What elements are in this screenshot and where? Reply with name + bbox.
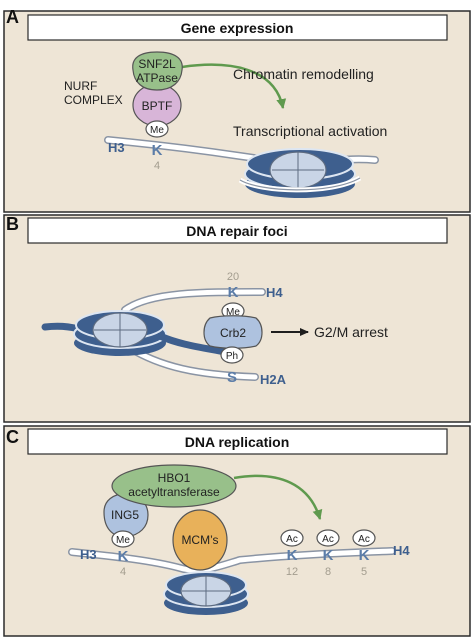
- nurf-label-line2: COMPLEX: [64, 93, 123, 107]
- panel-c-residue-k5: K: [359, 547, 370, 564]
- panel-c-dna-strand-inner: [69, 548, 395, 573]
- panel-c-residue-k8: K: [323, 547, 334, 564]
- panel-c-position-8: 8: [325, 566, 331, 578]
- panel-a-residue: K: [152, 142, 163, 159]
- panel-c-position-5: 5: [361, 566, 367, 578]
- ac-badge-k12: [280, 529, 304, 547]
- panel-c-title-bar: [27, 428, 448, 455]
- panel-b-title: DNA repair foci: [186, 223, 287, 239]
- snf2l-label: SNF2L: [138, 57, 176, 71]
- hbo1-label-line1: HBO1: [158, 471, 191, 485]
- g2m-arrest-label: G2/M arrest: [314, 324, 388, 340]
- panel-b-me-label: Me: [226, 307, 240, 318]
- panel-c-h3-position: 4: [120, 566, 126, 578]
- panel-c-nucleosome: [163, 571, 249, 615]
- panel-c-title: DNA replication: [185, 434, 290, 450]
- mcm-protein: [172, 509, 228, 571]
- panel-c: C DNA replication ING5 MCM’s HBO1 acetyl…: [3, 425, 471, 637]
- panel-b-h4-position: 20: [227, 271, 239, 283]
- panel-a: A Gene expression NURF COMPLEX BPTF SNF2…: [3, 7, 471, 213]
- ac-label-k12: Ac: [286, 534, 298, 545]
- panel-b: B DNA repair foci 20 K H4 Me Crb2: [3, 214, 471, 423]
- panel-b-h4-tail-inner: [122, 289, 265, 313]
- panel-b-h4-residue: K: [228, 284, 239, 301]
- panel-a-histone-label: H3: [108, 140, 125, 155]
- panel-c-residue-k12: K: [287, 547, 298, 564]
- ac-badge-k8: [316, 529, 340, 547]
- hbo1-label-line2: acetyltransferase: [128, 485, 220, 499]
- panel-b-title-bar: [27, 217, 448, 244]
- panel-c-acetylation-arrow: [233, 474, 323, 520]
- crb2-label: Crb2: [220, 326, 246, 340]
- transcriptional-activation-label: Transcriptional activation: [233, 123, 387, 139]
- nurf-label-line1: NURF: [64, 79, 97, 93]
- panel-c-h4-label: H4: [393, 543, 410, 558]
- panel-c-me-badge: [111, 530, 135, 548]
- panel-b-nucleosome: [41, 310, 229, 356]
- panel-b-h2a-residue: S: [227, 369, 237, 386]
- panel-c-h3-residue: K: [118, 548, 129, 565]
- panel-a-nucleosome: [238, 148, 362, 198]
- panel-a-residue-position: 4: [154, 160, 160, 172]
- panel-c-h3-label: H3: [80, 547, 97, 562]
- panel-a-me-badge: [145, 120, 169, 138]
- panel-b-h4-label: H4: [266, 285, 283, 300]
- mcm-label: MCM’s: [181, 533, 218, 547]
- chromatin-remodelling-label: Chromatin remodelling: [233, 66, 374, 82]
- panel-c-me-label: Me: [116, 535, 130, 546]
- panel-c-letter: C: [6, 427, 19, 447]
- panel-b-ph-label: Ph: [226, 351, 238, 362]
- panel-a-letter: A: [6, 7, 19, 27]
- crb2-protein: [203, 315, 263, 349]
- ing5-label: ING5: [111, 508, 139, 522]
- panel-b-letter: B: [6, 214, 19, 234]
- atpase-label: ATPase: [136, 71, 178, 85]
- snf2l-protein: [132, 51, 183, 91]
- ac-badge-k5: [352, 529, 376, 547]
- panel-b-ph-badge: [220, 346, 244, 364]
- bptf-label: BPTF: [142, 99, 173, 113]
- panel-c-position-12: 12: [286, 566, 298, 578]
- panel-a-remodelling-arrow: [181, 63, 287, 109]
- ac-label-k5: Ac: [358, 534, 370, 545]
- ac-label-k8: Ac: [322, 534, 334, 545]
- panel-a-me-label: Me: [150, 125, 164, 136]
- hbo1-protein: [111, 464, 237, 508]
- panel-a-title: Gene expression: [181, 20, 294, 36]
- panel-b-h2a-label: H2A: [260, 372, 287, 387]
- panel-a-title-bar: [27, 14, 448, 41]
- panel-a-background: [3, 10, 471, 213]
